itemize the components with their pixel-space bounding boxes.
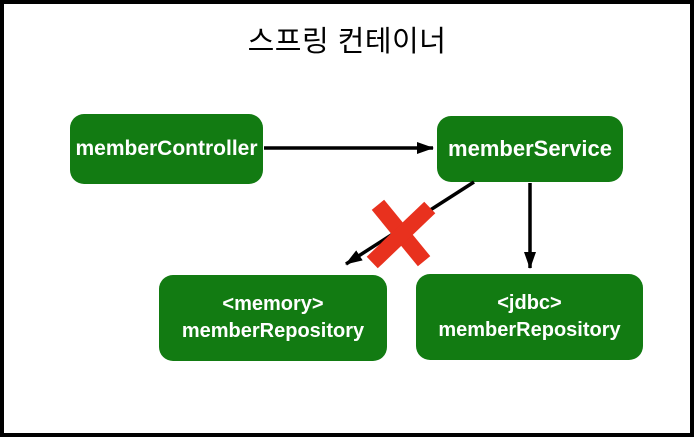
- diagram-title: 스프링 컨테이너: [247, 26, 447, 58]
- node-jdbc-member-repository-label-line1: <jdbc>: [497, 292, 562, 314]
- node-jdbc-member-repository: <jdbc> memberRepository: [416, 274, 643, 360]
- node-member-service: memberService: [437, 116, 623, 182]
- edge-service-to-memory-repository-arrow: [345, 180, 475, 266]
- node-member-service-label: memberService: [448, 136, 612, 161]
- node-jdbc-member-repository-label-line2: memberRepository: [438, 319, 621, 341]
- node-memory-member-repository-label-line2: memberRepository: [181, 320, 365, 342]
- node-memory-member-repository: <memory> memberRepository: [159, 275, 387, 361]
- node-memory-member-repository-label-line1: <memory>: [222, 293, 324, 315]
- edges-overlay: [264, 142, 536, 269]
- node-member-controller-label: memberController: [75, 137, 258, 160]
- red-x-icon: [366, 199, 436, 269]
- node-member-controller: memberController: [70, 114, 263, 184]
